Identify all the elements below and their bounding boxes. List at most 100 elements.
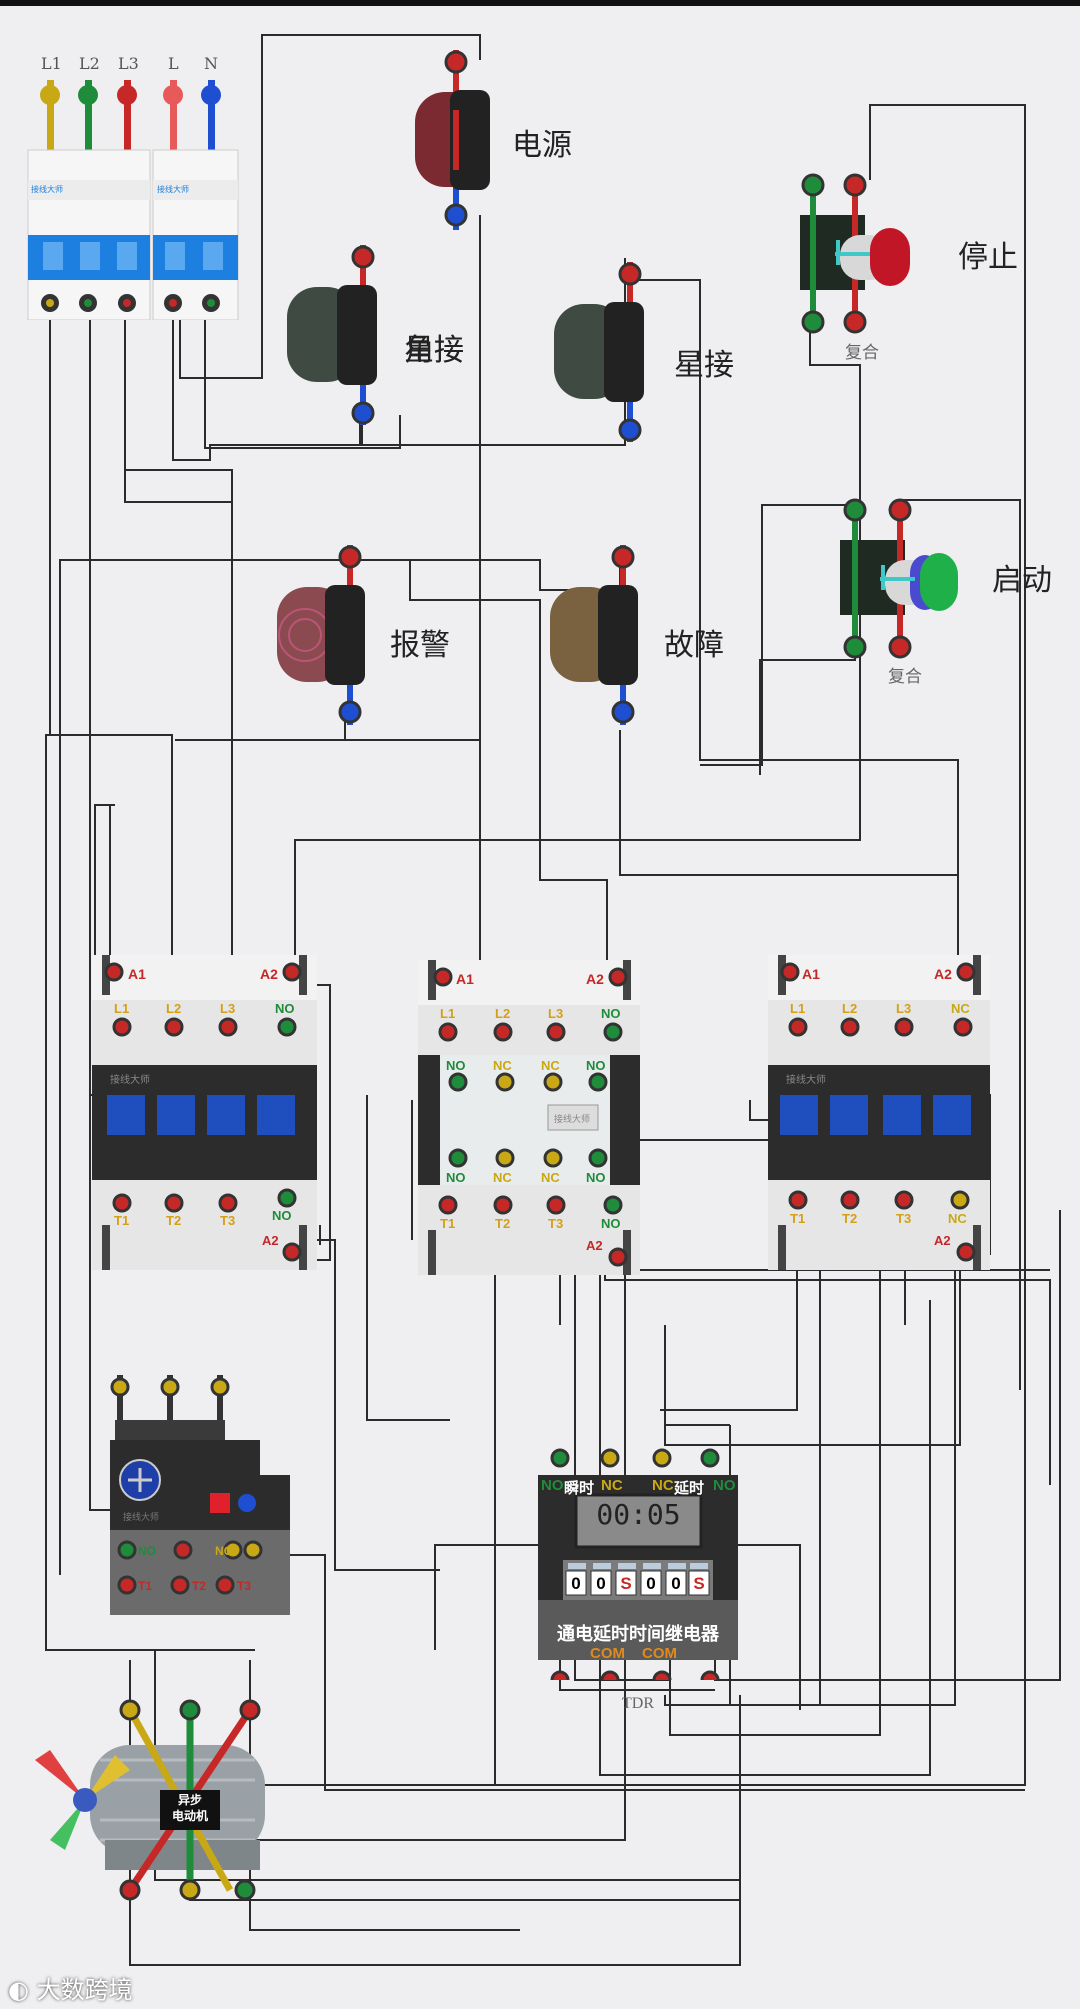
km1-a2b-label: A2 [262, 1233, 279, 1248]
watermark-logo-icon: ◐ [8, 1976, 37, 2004]
timer-no-right: NO [713, 1477, 736, 1494]
km1-l1-label: L1 [114, 1001, 129, 1016]
km1-l3-label: L3 [220, 1001, 235, 1016]
wire [290, 1239, 440, 1571]
wire [366, 1095, 450, 1421]
pole-label-l1: L1 [41, 54, 62, 73]
km1-no-label: NO [275, 1001, 295, 1016]
timer-digit-5[interactable]: 0 [671, 1574, 681, 1593]
lamp-star [554, 262, 644, 442]
km2-l2-label: L2 [495, 1006, 510, 1021]
km2-aux-nc2: NC [541, 1058, 560, 1073]
km2-no-label: NO [601, 1006, 621, 1021]
km3-nc2-label: NC [948, 1211, 967, 1226]
wire [664, 1200, 961, 1446]
stop-button-label: 停止 [958, 240, 1018, 275]
watermark-text: 大数跨境 [36, 1976, 133, 2004]
wire [124, 470, 232, 503]
timer-digit-1[interactable]: 0 [571, 1574, 581, 1593]
motor-label: 异步 电动机 [160, 1792, 220, 1824]
km1-a1-label: A1 [128, 966, 146, 982]
timer-nc-right: NC [652, 1477, 674, 1494]
overload-nc-label: NC [215, 1544, 233, 1558]
km2-t2-label: T2 [495, 1216, 510, 1231]
motor-label-line1: 异步 [177, 1793, 202, 1807]
wire [729, 1210, 821, 1706]
km2-aux-nc3: NC [493, 1170, 512, 1185]
overload-t3-label: T3 [237, 1579, 251, 1593]
thermal-overload-relay: NO NC T1 T2 T3 接线大师 [110, 1375, 290, 1615]
lamp-delta-label: 角接 [404, 333, 464, 368]
timer-digit-4[interactable]: 0 [646, 1574, 656, 1593]
wire [189, 1755, 741, 1901]
wire [900, 499, 1021, 1390]
overload-brand: 接线大师 [123, 1511, 159, 1522]
timer-no-left: NO [541, 1477, 564, 1494]
km3-t3-label: T3 [896, 1211, 911, 1226]
timer-digit-2[interactable]: 0 [596, 1574, 606, 1593]
km3-l2-label: L2 [842, 1001, 857, 1016]
overload-no-label: NO [138, 1544, 156, 1558]
km3-t2-label: T2 [842, 1211, 857, 1226]
wire [669, 1270, 881, 1736]
km1-t1-label: T1 [114, 1213, 129, 1228]
km1-brand: 接线大师 [110, 1073, 150, 1086]
km2-a1-label: A1 [456, 971, 474, 987]
km2-brand: 接线大师 [554, 1113, 590, 1124]
wire [619, 730, 959, 965]
km3-brand: 接线大师 [786, 1073, 826, 1086]
timer-display: 00:05 [596, 1498, 681, 1531]
time-delay-relay: NO 瞬时 NC NC 延时 NO 00:05 0 0 S 0 0 S 通电延时… [538, 1440, 738, 1680]
km1-t2-label: T2 [166, 1213, 181, 1228]
timer-delay: 延时 [674, 1480, 705, 1497]
lamp-fault-label: 故障 [664, 628, 724, 663]
km2-no3-label: NO [601, 1216, 621, 1231]
circuit-breaker: 接线大师 接线大师 [27, 80, 239, 320]
watermark: ◐ 大数跨境 [8, 1970, 133, 2005]
contactor-km3: A1 A2 L1 L2 L3 NC T1 T2 T3 NC A2 接线大师 [768, 955, 990, 1270]
wire [714, 1210, 1061, 1681]
km1-l2-label: L2 [166, 1001, 181, 1016]
km2-t1-label: T1 [440, 1216, 455, 1231]
wire [625, 279, 959, 970]
timer-nc-left: NC [601, 1477, 623, 1494]
start-button[interactable] [835, 495, 985, 665]
km3-t1-label: T1 [790, 1211, 805, 1226]
overload-t2-label: T2 [192, 1579, 206, 1593]
pole-label-l: L [168, 54, 179, 73]
km2-aux-nc1: NC [493, 1058, 512, 1073]
wire [124, 305, 233, 1240]
lamp-alarm-label: 报警 [390, 628, 450, 663]
lamp-alarm [277, 545, 365, 725]
lamp-delta-label: 星接 [404, 333, 464, 368]
km2-aux-no4: NO [586, 1170, 606, 1185]
km2-l3-label: L3 [548, 1006, 563, 1021]
stop-button[interactable] [790, 170, 940, 340]
timer-digit-6[interactable]: S [693, 1574, 705, 1593]
lamp-star-label: 星接 [674, 348, 734, 383]
wire [759, 650, 856, 775]
wire [280, 1554, 1025, 1791]
km2-aux-nc4: NC [541, 1170, 560, 1185]
wire [45, 734, 255, 1651]
km3-l1-label: L1 [790, 1001, 805, 1016]
km2-aux-no1: NO [446, 1058, 466, 1073]
lamp-delta [287, 245, 377, 425]
contactor-km2: A1 A2 L1 L2 L3 NO NO NC NC NO NO NC NC N… [418, 960, 640, 1275]
km2-t3-label: T3 [548, 1216, 563, 1231]
wire [172, 305, 361, 461]
km2-l1-label: L1 [440, 1006, 455, 1021]
pole-label-l2: L2 [79, 54, 100, 73]
km3-nc-label: NC [951, 1001, 970, 1016]
top-bar [0, 0, 1080, 6]
km1-a2-label: A2 [260, 966, 278, 982]
wire [249, 1660, 520, 1931]
contactor-km1: A1 A2 L1 L2 L3 NO T1 T2 T3 NO A2 接线大师 [92, 955, 317, 1270]
wire [179, 34, 481, 379]
timer-instant: 瞬时 [564, 1480, 595, 1497]
timer-digit-3[interactable]: S [620, 1574, 632, 1593]
overload-t1-label: T1 [138, 1579, 152, 1593]
start-button-type: 复合 [888, 667, 922, 687]
km2-aux-no3: NO [446, 1170, 466, 1185]
stop-button-type: 复合 [845, 343, 879, 363]
